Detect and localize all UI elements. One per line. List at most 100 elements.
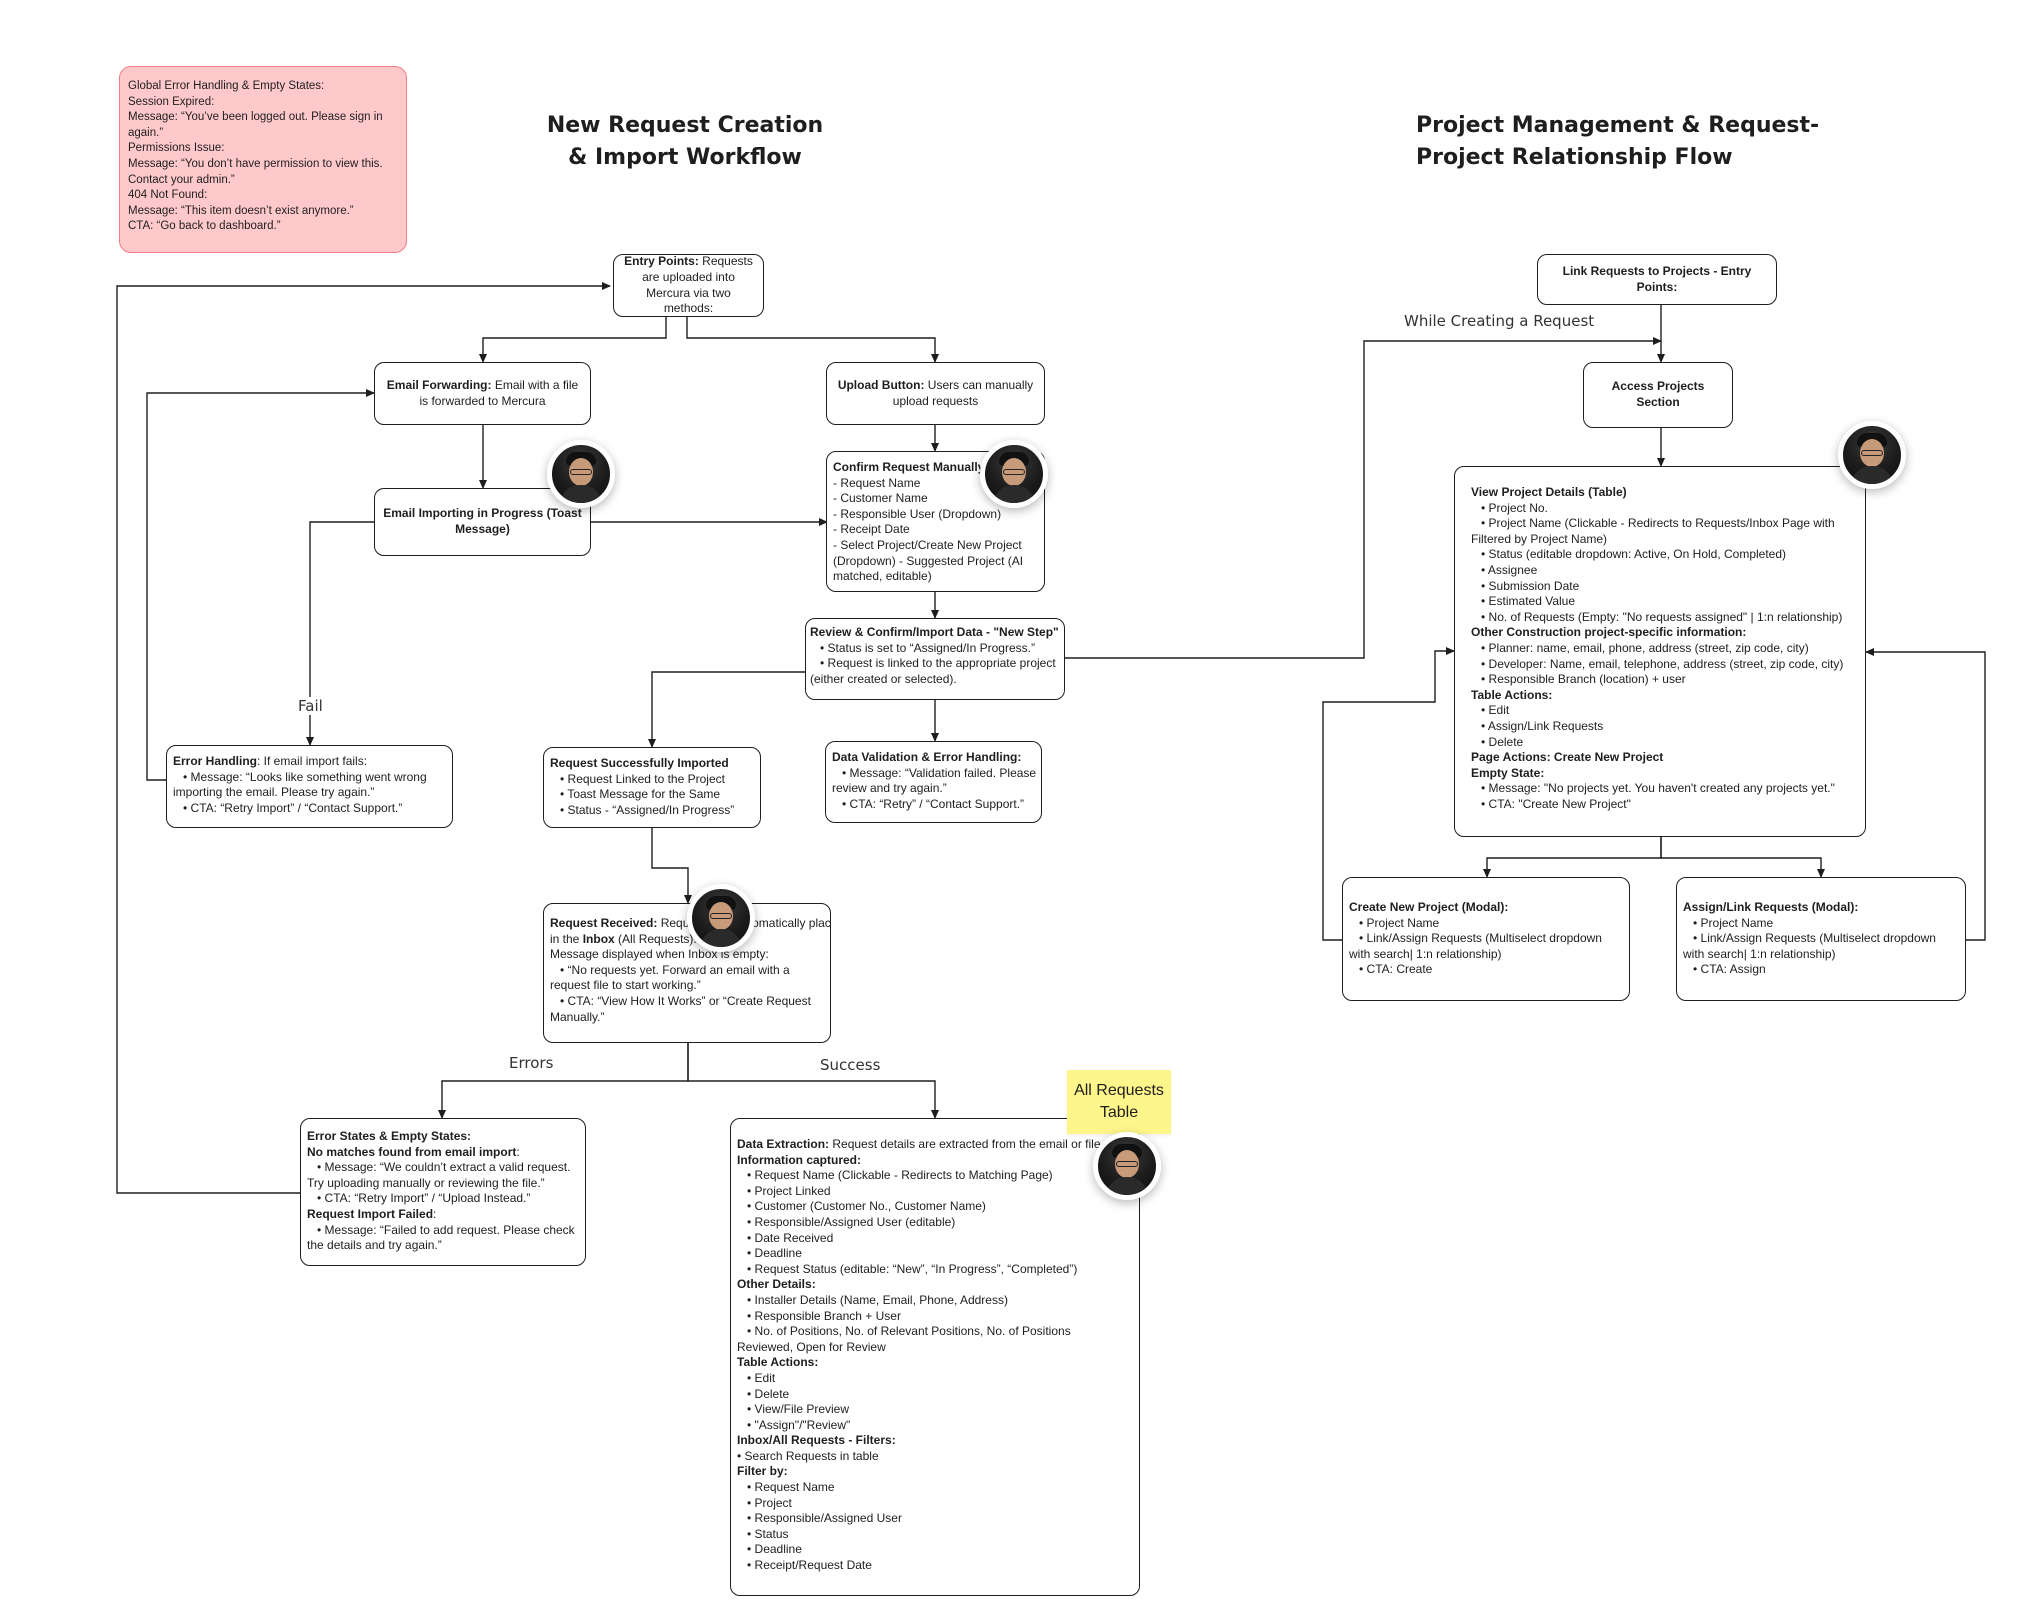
edge-label-while-creating: While Creating a Request — [1402, 312, 1597, 330]
data-extraction-list: Data Extraction: Request details are ext… — [737, 1137, 1133, 1574]
text-line: • Responsible/Assigned User (editable) — [747, 1214, 956, 1229]
text-line: Confirm Request Manually — [833, 460, 985, 474]
text-line: - Select Project/Create New Project — [833, 537, 1022, 552]
text-line: Try uploading manually or reviewing the … — [307, 1175, 545, 1190]
text-line: request file to start working.” — [550, 978, 701, 993]
text-line: Inbox/All Requests - Filters: — [737, 1433, 896, 1448]
text-line: Message: “You don’t have permission to v… — [128, 157, 383, 186]
text-line: • Deadline — [747, 1542, 802, 1557]
edge-label-success: Success — [818, 1056, 883, 1074]
text-line: • Request Name (Clickable - Redirects to… — [747, 1168, 1053, 1183]
edge-received-success — [687, 1043, 939, 1119]
text-line: • Message: "No projects yet. You haven't… — [1481, 781, 1835, 796]
edge-view-create — [1483, 837, 1662, 878]
text-line: No matches found from email import: — [307, 1144, 520, 1159]
node-upload-button[interactable]: Upload Button: Users can manually upload… — [826, 362, 1045, 425]
node-access-projects[interactable]: Access Projects Section — [1583, 362, 1733, 428]
collaborator-avatar[interactable] — [547, 440, 615, 508]
text-line: View Project Details (Table) — [1471, 485, 1627, 499]
sticky-all-requests-table[interactable]: All Requests Table — [1067, 1070, 1171, 1134]
text-line: Manually.” — [550, 1009, 605, 1024]
text-line: Message displayed when Inbox is empty: — [550, 947, 769, 962]
text-line: • “No requests yet. Forward an email wit… — [560, 962, 790, 977]
node-error-handling[interactable]: Error Handling: If email import fails:• … — [166, 745, 453, 828]
node-error-states[interactable]: Error States & Empty States:No matches f… — [300, 1118, 586, 1266]
text-line: • CTA: “Retry” / “Contact Support.” — [842, 796, 1025, 811]
error-states-list: Error States & Empty States:No matches f… — [307, 1129, 579, 1254]
text-line: • Assign/Link Requests — [1481, 718, 1604, 733]
text-line: in the Inbox (All Requests). — [550, 931, 697, 946]
text-line: • Project Linked — [747, 1183, 831, 1198]
text-line: Message: “You’ve been logged out. Please… — [128, 111, 383, 139]
text-line: • Request Status (editable: “New”, “In P… — [747, 1261, 1078, 1276]
text-line: Page Actions: Create New Project — [1471, 750, 1664, 765]
text-line: Filter by: — [737, 1464, 788, 1479]
node-link-requests[interactable]: Link Requests to Projects - Entry Points… — [1537, 254, 1777, 305]
text-line: • Message: “Looks like something went wr… — [183, 769, 427, 784]
text-line: - Customer Name — [833, 491, 928, 506]
edge-label-fail: Fail — [296, 697, 325, 715]
edge-label-errors: Errors — [507, 1054, 556, 1072]
text-line: Table Actions: — [1471, 687, 1553, 702]
text-line: importing the email. Please try again.” — [173, 785, 375, 800]
collaborator-avatar[interactable] — [1093, 1132, 1161, 1200]
text-line: • Project Name — [1693, 915, 1774, 930]
text-line: • Request is linked to the appropriate p… — [820, 656, 1056, 671]
text-line: Message: “This item doesn’t exist anymor… — [128, 204, 354, 217]
text-line: Other Construction project-specific info… — [1471, 625, 1747, 640]
text-line: Data Validation & Error Handling: — [832, 750, 1022, 764]
global-error-list: Global Error Handling & Empty States:Ses… — [128, 79, 398, 235]
text-line: (Dropdown) - Suggested Project (AI — [833, 553, 1024, 568]
text-line: - Responsible User (Dropdown) — [833, 506, 1002, 521]
error-handling-list: Error Handling: If email import fails:• … — [173, 754, 446, 816]
text-line: • Project Name (Clickable - Redirects to… — [1481, 516, 1835, 531]
node-assign-link[interactable]: Assign/Link Requests (Modal):• Project N… — [1676, 877, 1966, 1001]
edge-review-imported — [648, 671, 805, 748]
node-confirm-manually[interactable]: Confirm Request Manually- Request Name- … — [826, 451, 1045, 592]
text-line: • Edit — [747, 1370, 776, 1385]
text-line: with search| 1:n relationship) — [1683, 946, 1836, 961]
node-create-project[interactable]: Create New Project (Modal):• Project Nam… — [1342, 877, 1630, 1001]
node-review-confirm[interactable]: Review & Confirm/Import Data - "New Step… — [805, 618, 1065, 700]
text-line: • Project No. — [1481, 500, 1548, 515]
title-project-management: Project Management & Request-Project Rel… — [1416, 113, 1820, 170]
text-line: Information captured: — [737, 1152, 862, 1167]
global-error-note: Global Error Handling & Empty States:Ses… — [119, 66, 407, 253]
text-line: • Estimated Value — [1481, 594, 1576, 609]
text-line: Empty State: — [1471, 765, 1545, 780]
node-email-forwarding[interactable]: Email Forwarding: Email with a file is f… — [374, 362, 591, 425]
text-line: • "Assign"/"Review" — [747, 1417, 851, 1432]
node-view-project[interactable]: View Project Details (Table)• Project No… — [1454, 466, 1866, 837]
text-line: • No. of Requests (Empty: "No requests a… — [1481, 609, 1843, 624]
data-validation-list: Data Validation & Error Handling:• Messa… — [832, 750, 1036, 812]
text-line: • Developer: Name, email, telephone, add… — [1481, 656, 1844, 671]
text-line: • CTA: “View How It Works” or “Create Re… — [560, 993, 811, 1008]
text-line: Review & Confirm/Import Data - "New Step… — [810, 625, 1059, 639]
text-line: • CTA: "Create New Project" — [1481, 796, 1631, 811]
text-line: • Message: “We couldn’t extract a valid … — [317, 1160, 571, 1175]
collaborator-avatar[interactable] — [1838, 421, 1906, 489]
text-line: • Toast Message for the Same — [560, 787, 721, 802]
node-data-validation[interactable]: Data Validation & Error Handling:• Messa… — [825, 741, 1042, 823]
text-line: • Delete — [747, 1386, 790, 1401]
collaborator-avatar[interactable] — [687, 884, 755, 952]
node-email-importing[interactable]: Email Importing in Progress (Toast Messa… — [374, 488, 591, 556]
node-data-extraction[interactable]: Data Extraction: Request details are ext… — [730, 1118, 1140, 1596]
text-line: • Responsible Branch + User — [747, 1308, 901, 1323]
text-line: review and try again.” — [832, 781, 947, 796]
node-request-imported[interactable]: Request Successfully Imported• Request L… — [543, 747, 761, 828]
text-line: matched, editable) — [833, 569, 932, 584]
text-line: Reviewed, Open for Review — [737, 1339, 886, 1354]
text-line: Other Details: — [737, 1277, 816, 1292]
text-line: - Request Name — [833, 475, 921, 490]
text-line: • CTA: Create — [1359, 962, 1433, 977]
text-line: • Message: “Failed to add request. Pleas… — [317, 1222, 575, 1237]
request-received-list: Request Received: Requests are automatic… — [550, 916, 830, 1025]
edge-fail-retry — [146, 389, 375, 781]
node-entry-points[interactable]: Entry Points: Requests are uploaded into… — [613, 254, 764, 317]
node-request-received[interactable]: Request Received: Requests are automatic… — [543, 903, 831, 1043]
edge-view-assign — [1660, 837, 1825, 878]
text-line: Assign/Link Requests (Modal): — [1683, 900, 1859, 914]
collaborator-avatar[interactable] — [980, 440, 1048, 508]
text-line: • CTA: “Retry Import” / “Upload Instead.… — [317, 1191, 531, 1206]
